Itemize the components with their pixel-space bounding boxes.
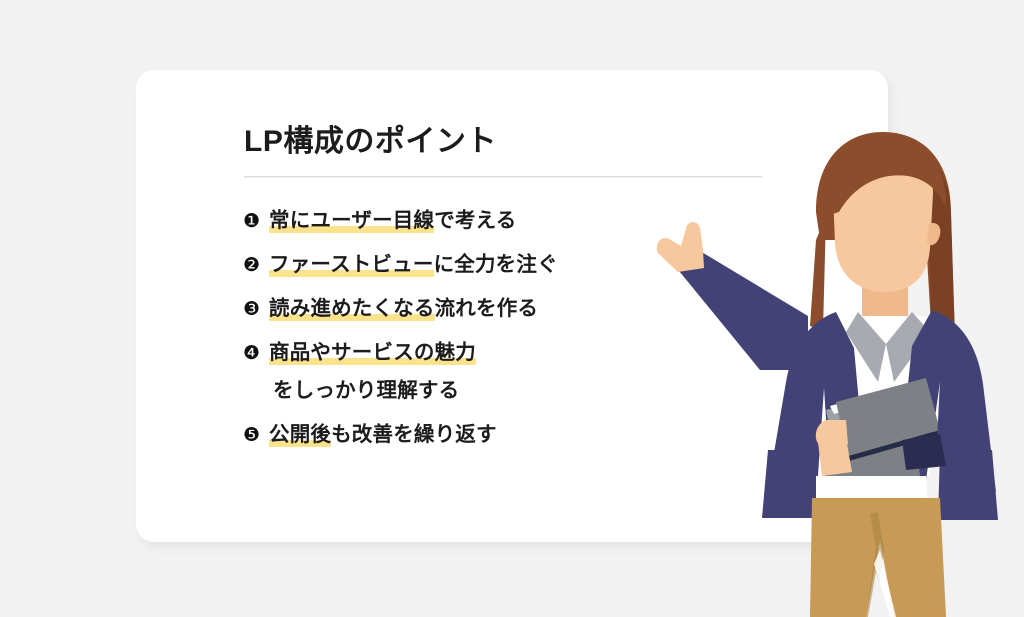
highlighted-text: 読み進めたくなる (269, 297, 435, 321)
number-5-icon: ❺ (243, 424, 261, 446)
point-item-5: ❺ 公開後も改善を繰り返す (243, 420, 803, 450)
point-line: 公開後も改善を繰り返す (269, 420, 803, 450)
point-line: 読み進めたくなる流れを作る (269, 294, 803, 324)
highlighted-text: 公開後 (269, 423, 332, 447)
point-text: ファーストビューに全力を注ぐ (269, 250, 803, 280)
number-3-icon: ❸ (243, 298, 261, 320)
plain-text: に全力を注ぐ (433, 253, 558, 276)
highlighted-text: ファーストビュー (269, 253, 434, 277)
title-divider (244, 176, 762, 177)
point-text: 常にユーザー目線で考える (269, 206, 803, 236)
point-item-4: ❹ 商品やサービスの魅力をしっかり理解する (243, 338, 803, 406)
plain-text: をしっかり理解する (273, 379, 460, 402)
plain-text: 流れを作る (434, 297, 539, 320)
number-4-icon: ❹ (243, 342, 261, 364)
point-text: 読み進めたくなる流れを作る (269, 294, 803, 324)
number-1-icon: ❶ (243, 210, 261, 232)
plain-text: で考える (434, 209, 517, 232)
point-text: 公開後も改善を繰り返す (269, 420, 803, 450)
plain-text: も改善を繰り返す (331, 423, 497, 446)
point-line: 商品やサービスの魅力 (269, 338, 803, 368)
point-item-3: ❸ 読み進めたくなる流れを作る (243, 294, 803, 324)
point-item-2: ❷ ファーストビューに全力を注ぐ (243, 250, 803, 280)
highlighted-text: 常にユーザー目線 (269, 209, 435, 233)
page-title: LP構成のポイント (244, 125, 497, 158)
point-item-1: ❶ 常にユーザー目線で考える (243, 206, 803, 236)
number-2-icon: ❷ (243, 254, 261, 276)
points-list: ❶ 常にユーザー目線で考える ❷ ファーストビューに全力を注ぐ ❸ 読み進めたくなる流れを… (243, 206, 803, 450)
point-line: ファーストビューに全力を注ぐ (269, 250, 803, 280)
highlighted-text: 商品やサービスの魅力 (269, 341, 476, 365)
point-line: をしっかり理解する (269, 376, 803, 406)
point-text: 商品やサービスの魅力をしっかり理解する (269, 338, 803, 406)
point-line: 常にユーザー目線で考える (269, 206, 803, 236)
